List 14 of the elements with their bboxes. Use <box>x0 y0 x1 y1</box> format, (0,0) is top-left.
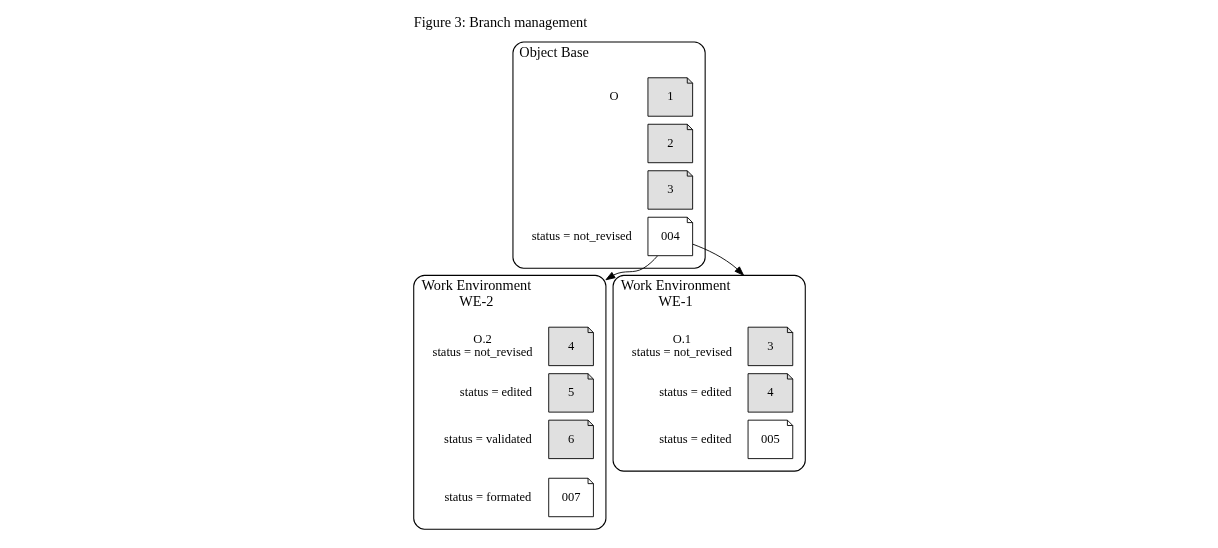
node-label: O.1 <box>672 332 691 347</box>
node-label: O <box>608 89 618 104</box>
node-label: status = not_revised <box>531 228 632 243</box>
node-label: status = formated <box>443 489 531 504</box>
node-label: status = not_revised <box>631 345 732 360</box>
node-label: O.2 <box>472 332 492 347</box>
diagram-title: Figure 3: Branch management <box>413 13 587 30</box>
node-label: status = validated <box>443 431 532 446</box>
arrow <box>604 255 658 281</box>
arrow <box>691 243 744 276</box>
node-label: status = not_revised <box>432 345 533 360</box>
node-label: status = edited <box>658 431 731 446</box>
node-label: status = edited <box>658 385 731 400</box>
node-label: status = edited <box>459 385 532 400</box>
